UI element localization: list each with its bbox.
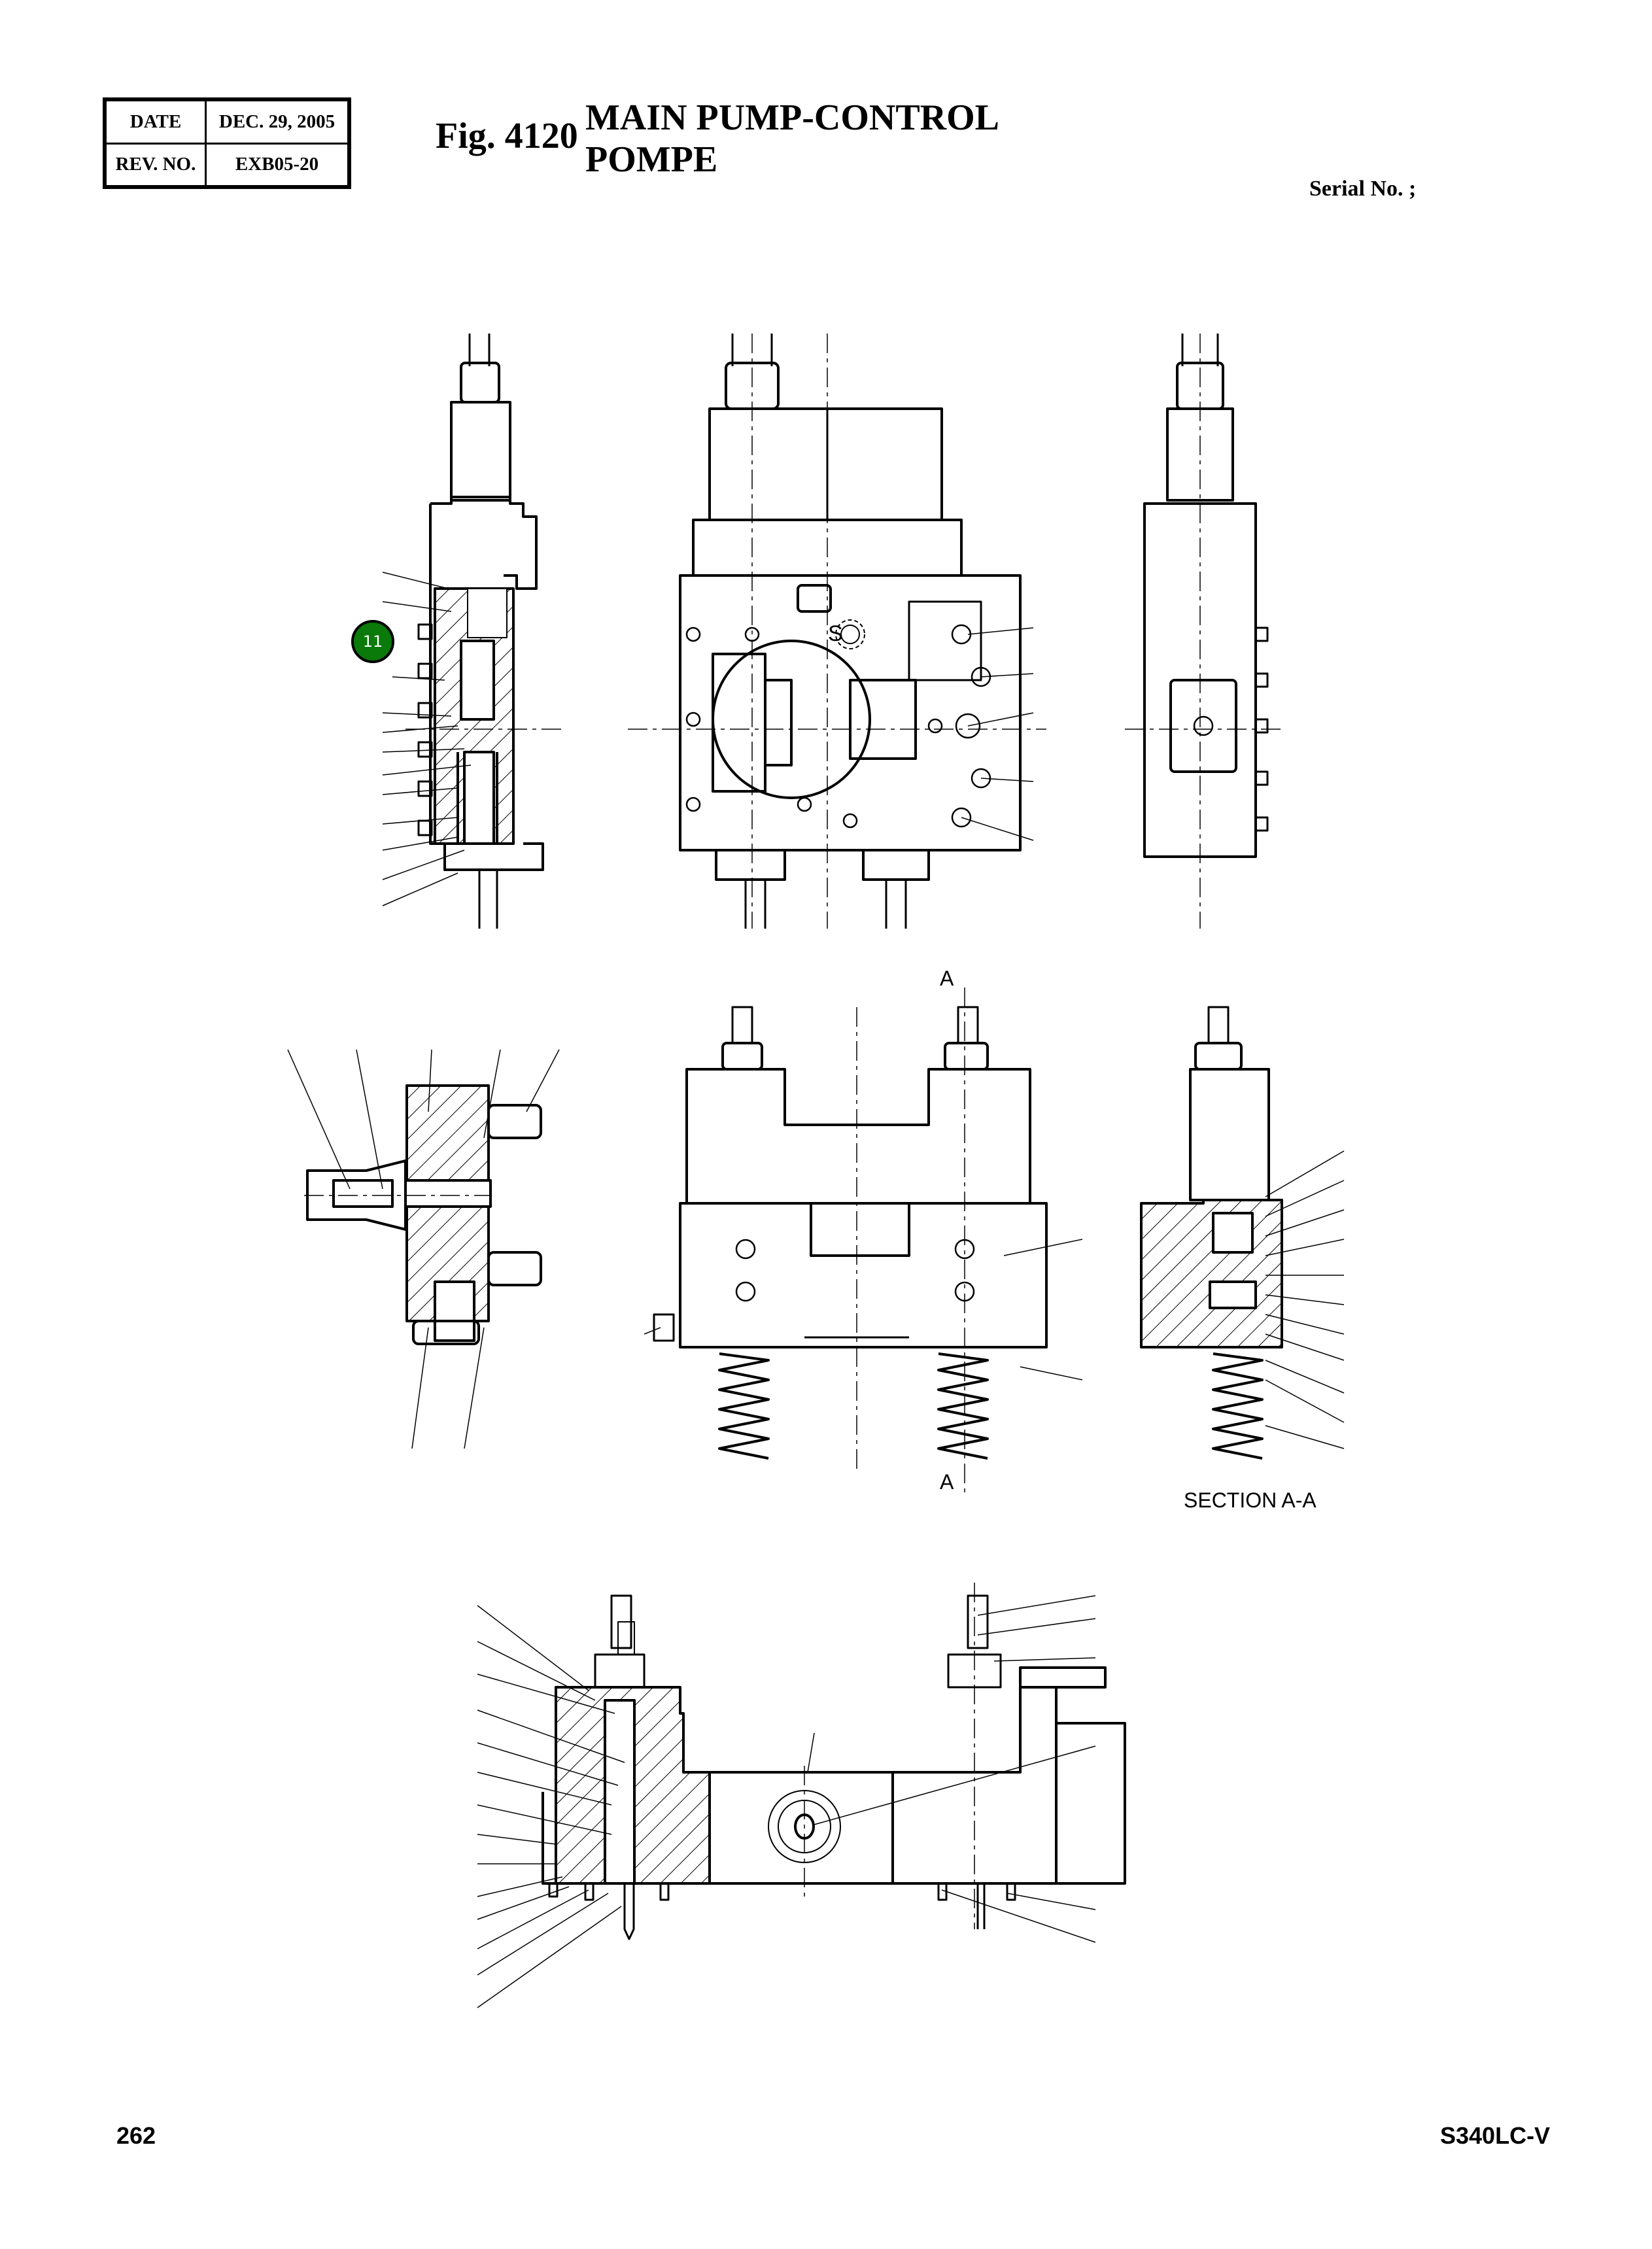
port-s-label: S	[828, 621, 843, 646]
section-caption: SECTION A-A	[1184, 1488, 1316, 1512]
section-mark-top: A	[940, 967, 954, 990]
figure-title-line2: POMPE	[585, 139, 718, 180]
rev-value: EXB05-20	[205, 142, 351, 188]
spring-left	[718, 1352, 770, 1460]
callout-marker-11[interactable]: 11	[351, 620, 394, 663]
figure-number: Fig. 4120	[436, 116, 578, 156]
model-number: S340LC-V	[1440, 2122, 1551, 2149]
figure-title: MAIN PUMP-CONTROL POMPE	[585, 97, 999, 180]
rev-label: REV. NO.	[103, 142, 207, 188]
date-label: DATE	[103, 98, 207, 145]
view-front	[628, 334, 1046, 929]
page-number: 262	[116, 2122, 156, 2149]
figure-title-line1: MAIN PUMP-CONTROL	[585, 97, 1000, 138]
view-section-aa	[1140, 1006, 1345, 1460]
serial-number: Serial No. ;	[1309, 177, 1417, 201]
view-cover-section	[287, 1049, 560, 1449]
spring-right	[937, 1352, 989, 1460]
view-side-section	[382, 334, 562, 929]
view-spring-front	[644, 987, 1083, 1498]
date-value: DEC. 29, 2005	[205, 98, 351, 145]
spring-section	[1212, 1352, 1264, 1460]
section-mark-bottom: A	[940, 1470, 954, 1494]
view-bottom-section	[477, 1583, 1126, 2008]
revision-table: DATE DEC. 29, 2005 REV. NO. EXB05-20	[103, 97, 351, 189]
view-right-side	[1125, 334, 1282, 929]
